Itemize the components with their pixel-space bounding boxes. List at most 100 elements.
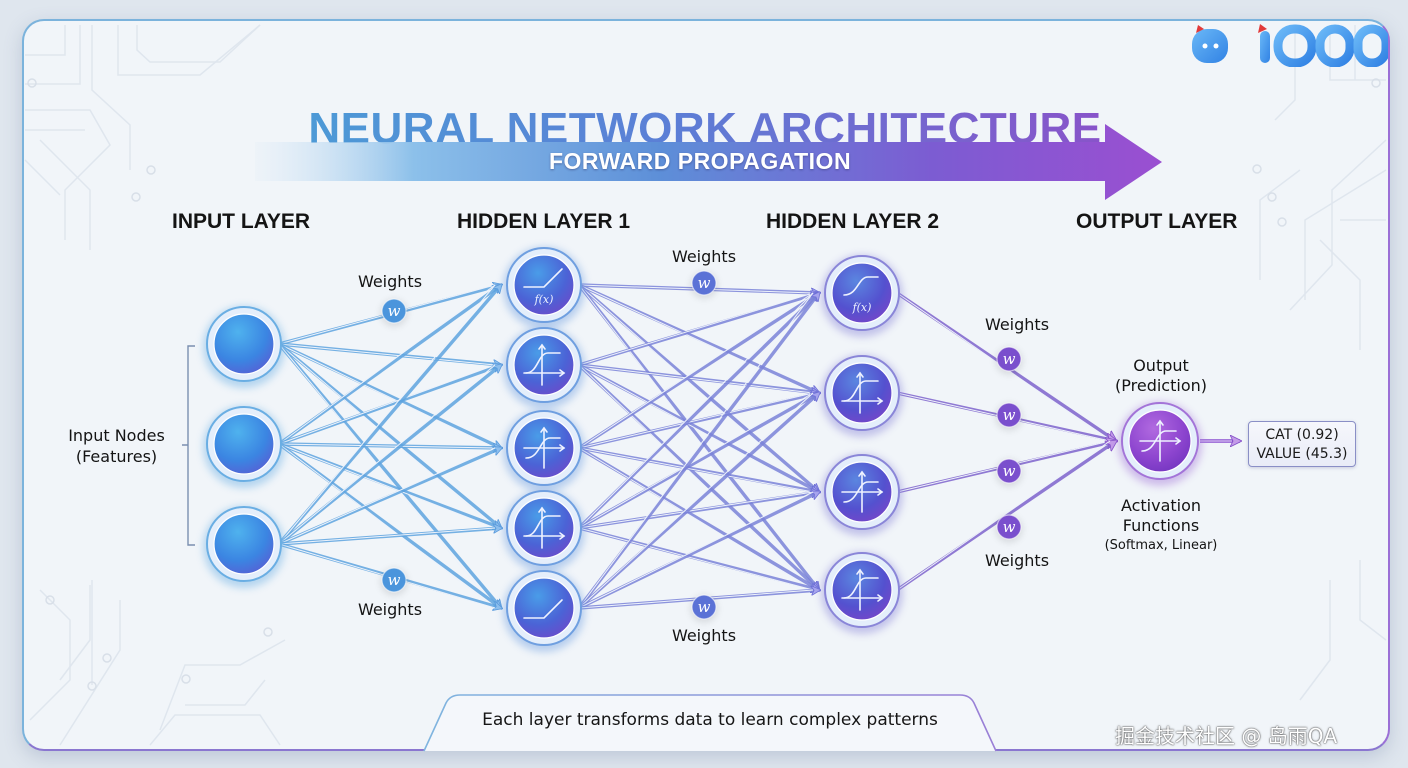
weight-badge: w: [381, 567, 407, 595]
connection-edge: [578, 446, 819, 590]
connection-edge-highlight: [278, 447, 496, 545]
input-nodes-label: Input Nodes (Features): [55, 425, 178, 467]
relu-icon: [523, 599, 563, 619]
weight-symbol: w: [388, 302, 401, 320]
weights-label-top-input: Weights: [357, 272, 423, 291]
connection-edge-highlight: [278, 284, 496, 545]
fx-label: f(x): [852, 301, 872, 314]
hidden-layer-2-title: HIDDEN LAYER 2: [766, 210, 940, 233]
connection-edge-highlight: [278, 443, 496, 609]
connection-edge-highlight: [278, 343, 496, 366]
fx-label: f(x): [534, 293, 554, 306]
connection-edge-highlight: [578, 447, 814, 591]
connection-edge-highlight: [578, 392, 814, 529]
hidden2-node: [821, 454, 903, 536]
connection-edge-highlight: [578, 292, 814, 529]
weight-badge: w: [996, 458, 1022, 486]
hidden1-node: [503, 570, 585, 652]
input-nodes-label-line2: (Features): [75, 447, 158, 466]
connection-edge-highlight: [578, 364, 814, 591]
connection-edge-highlight: [578, 447, 814, 493]
connection-edge: [277, 342, 501, 528]
watermark: 掘金技术社区 @ 岛雨QA: [1115, 724, 1338, 748]
connection-edge-highlight: [578, 292, 814, 609]
output-layer-title: OUTPUT LAYER: [1076, 210, 1238, 233]
connection-edge-highlight: [578, 392, 814, 449]
input-bracket: [182, 345, 195, 546]
weight-symbol: w: [1003, 406, 1016, 424]
weights-label-top-output: Weights: [984, 315, 1050, 334]
weight-badge: w: [691, 270, 717, 298]
connection-edge: [577, 283, 819, 492]
connection-edge-highlight: [896, 440, 1111, 591]
connection-edge: [577, 393, 819, 610]
hidden1-node: f(x): [503, 247, 585, 329]
connection-edge: [278, 285, 501, 446]
weight-badge: w: [691, 594, 717, 622]
connection-edge: [277, 442, 501, 608]
output-prediction-label: Output (Prediction): [1100, 356, 1222, 396]
result-value: VALUE (45.3): [1256, 446, 1348, 462]
weights-label-bottom-output: Weights: [984, 551, 1050, 570]
hidden2-node: [821, 552, 903, 634]
weight-symbol: w: [1003, 350, 1016, 368]
sigmoid-icon: f(x): [843, 276, 879, 314]
connection-edge: [277, 285, 501, 546]
input-node: [203, 406, 285, 488]
weight-badge: w: [996, 514, 1022, 542]
hidden1-node: [503, 490, 585, 572]
connection-edge-highlight: [578, 292, 814, 366]
connection-edge-highlight: [578, 284, 814, 591]
weight-symbol: w: [698, 274, 711, 292]
activation-detail: (Softmax, Linear): [1104, 538, 1218, 553]
aiapp-logo: [1188, 22, 1388, 67]
connection-edge: [577, 293, 819, 530]
weight-symbol: w: [1003, 518, 1016, 536]
connection-edge-highlight: [278, 527, 496, 545]
output-label-line2: (Prediction): [1115, 376, 1207, 395]
footer-caption: Each layer transforms data to learn comp…: [482, 710, 938, 730]
output-label-line1: Output: [1133, 356, 1189, 375]
activation-label-line1: Activation: [1120, 496, 1202, 515]
connection-edge-highlight: [578, 284, 814, 493]
forward-propagation-label: FORWARD PROPAGATION: [548, 148, 852, 174]
weight-symbol: w: [388, 571, 401, 589]
connection-edge: [277, 365, 501, 546]
connection-edge-highlight: [278, 343, 496, 529]
connection-edge-highlight: [578, 392, 814, 609]
input-node: [203, 306, 285, 388]
sigmoid-icon: [841, 371, 884, 414]
activation-label-line2: Functions: [1122, 516, 1200, 535]
weight-symbol: w: [698, 598, 711, 616]
weight-badge: w: [996, 346, 1022, 374]
connection-edge-highlight: [578, 364, 814, 493]
hidden-layer-1-title: HIDDEN LAYER 1: [457, 210, 631, 233]
tanh-icon: [1139, 419, 1182, 462]
sigmoid-icon: [841, 568, 884, 611]
hidden1-node: [503, 410, 585, 492]
connection-edge-highlight: [278, 364, 496, 545]
connection-edge: [277, 342, 501, 608]
connection-edge: [577, 363, 819, 590]
connection-edge-highlight: [278, 343, 496, 609]
weights-label-bottom-hidden: Weights: [671, 626, 737, 645]
output-node: [1118, 402, 1202, 486]
arrow-right-icon: [255, 124, 1162, 200]
tanh-icon: [523, 426, 566, 469]
weights-label-top-hidden: Weights: [671, 247, 737, 266]
connection-edge-highlight: [278, 443, 496, 449]
weight-badge: w: [996, 402, 1022, 430]
connection-edge-highlight: [578, 491, 814, 529]
connection-edge-highlight: [578, 292, 814, 449]
sigmoid-icon: [523, 343, 566, 386]
weights-label-bottom-input: Weights: [357, 600, 423, 619]
input-layer-title: INPUT LAYER: [172, 210, 311, 233]
sigmoid-icon: [523, 506, 566, 549]
connection-edge-highlight: [278, 343, 496, 449]
connection-edge-highlight: [278, 443, 496, 529]
connection-edge-highlight: [578, 364, 814, 394]
connection-edge: [578, 293, 819, 450]
connection-edge-highlight: [578, 527, 814, 591]
